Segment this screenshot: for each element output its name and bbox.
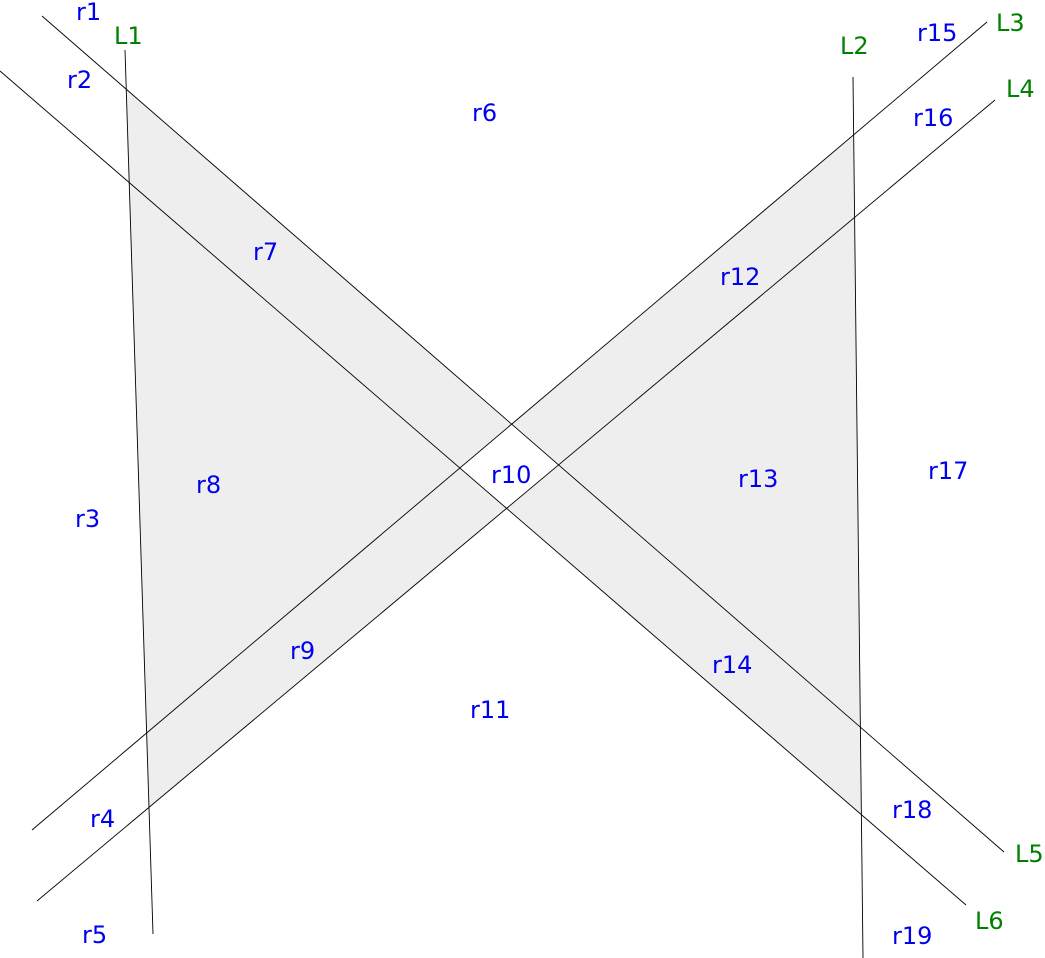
- region-label-r17: r17: [928, 457, 968, 485]
- line-label-L2: L2: [840, 32, 869, 60]
- region-label-r4: r4: [90, 805, 115, 833]
- line-label-L3: L3: [996, 9, 1025, 37]
- region-label-r7: r7: [253, 238, 278, 266]
- region-label-r13: r13: [738, 465, 778, 493]
- line-L1: [124, 49, 154, 935]
- region-label-r11: r11: [470, 696, 510, 724]
- region-label-r18: r18: [892, 796, 932, 824]
- line-L3: [31, 21, 988, 831]
- shaded-region-left: [126, 89, 512, 808]
- region-labels: r1 r2 r3 r4 r5 r6 r7 r8 r9 r10 r11 r12 r…: [67, 0, 968, 950]
- region-label-r1: r1: [76, 0, 101, 26]
- line-label-L5: L5: [1015, 840, 1044, 868]
- line-labels: L1 L2 L3 L4 L5 L6: [114, 9, 1044, 935]
- lines: [0, 15, 1005, 958]
- line-L4: [36, 99, 996, 902]
- line-L5: [41, 15, 1005, 853]
- region-label-r15: r15: [917, 19, 957, 47]
- region-label-r19: r19: [892, 922, 932, 950]
- region-label-r10: r10: [491, 461, 531, 489]
- region-label-r9: r9: [290, 637, 315, 665]
- shaded-regions: [126, 89, 862, 815]
- region-label-r14: r14: [712, 651, 752, 679]
- region-label-r16: r16: [913, 104, 953, 132]
- region-label-r6: r6: [472, 99, 497, 127]
- region-label-r5: r5: [82, 921, 107, 949]
- line-label-L6: L6: [975, 907, 1004, 935]
- line-label-L4: L4: [1006, 75, 1035, 103]
- region-label-r8: r8: [196, 471, 221, 499]
- region-label-r2: r2: [67, 66, 92, 94]
- line-label-L1: L1: [114, 22, 143, 50]
- line-L6: [0, 70, 967, 906]
- shaded-region-right: [506, 134, 862, 815]
- region-label-r12: r12: [720, 263, 760, 291]
- line-L2: [852, 76, 864, 958]
- region-label-r3: r3: [75, 505, 100, 533]
